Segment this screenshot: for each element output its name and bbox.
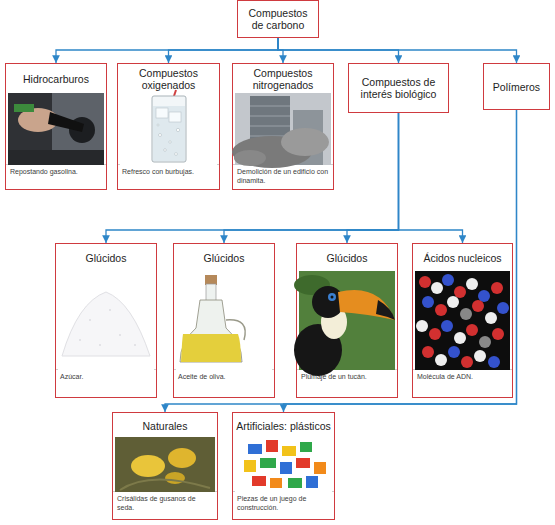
category-box: Compuestos de interés biológico: [348, 63, 449, 113]
node-heading: Artificiales: plásticos: [233, 413, 334, 438]
photo-caption: Molécula de ADN.: [413, 369, 512, 397]
node-heading: Compuestos nitrogenados: [233, 64, 333, 94]
photo-caption: Plumaje de un tucán.: [297, 369, 397, 397]
node-heading: Polímeros: [493, 81, 540, 93]
node-heading: Naturales: [113, 413, 217, 438]
photo-caption: Repostando gasolina.: [6, 164, 106, 189]
node-heading: Compuestos de carbono: [242, 7, 314, 31]
photo-caption: Demolición de un edificio con dinamita.: [233, 164, 333, 189]
tree-connector: [347, 113, 399, 243]
node-heading: Glúcidos: [297, 244, 397, 272]
photo-caption: Aceite de oliva.: [174, 369, 274, 397]
category-card: GlúcidosPlumaje de un tucán.: [296, 243, 398, 398]
category-box: Polímeros: [483, 63, 550, 110]
category-box: Compuestos de carbono: [237, 0, 319, 38]
category-card: Artificiales: plásticosPiezas de un jueg…: [232, 412, 335, 520]
category-card: HidrocarburosRepostando gasolina.: [5, 63, 107, 190]
node-heading: Hidrocarburos: [6, 64, 106, 94]
category-card: NaturalesCrisálidas de gusanos de seda.: [112, 412, 218, 520]
category-card: GlúcidosAceite de oliva.: [173, 243, 275, 398]
tree-connector: [399, 113, 463, 243]
photo-caption: Piezas de un juego de construcción.: [233, 491, 334, 519]
tree-connector: [169, 38, 279, 63]
tree-connector: [56, 38, 278, 63]
photo-caption: Crisálidas de gusanos de seda.: [113, 491, 217, 519]
photo-caption: Refresco con burbujas.: [118, 164, 219, 189]
node-heading: Compuestos oxigenados: [118, 64, 219, 94]
category-card: Ácidos nucleicosMolécula de ADN.: [412, 243, 513, 398]
node-heading: Glúcidos: [56, 244, 156, 272]
category-card: Compuestos nitrogenadosDemolición de un …: [232, 63, 334, 190]
node-heading: Compuestos de interés biológico: [353, 76, 444, 100]
photo-caption: Azúcar.: [56, 369, 156, 397]
category-card: GlúcidosAzúcar.: [55, 243, 157, 398]
node-heading: Ácidos nucleicos: [413, 244, 512, 272]
node-heading: Glúcidos: [174, 244, 274, 272]
category-card: Compuestos oxigenadosRefresco con burbuj…: [117, 63, 220, 190]
tree-connector: [278, 38, 517, 63]
